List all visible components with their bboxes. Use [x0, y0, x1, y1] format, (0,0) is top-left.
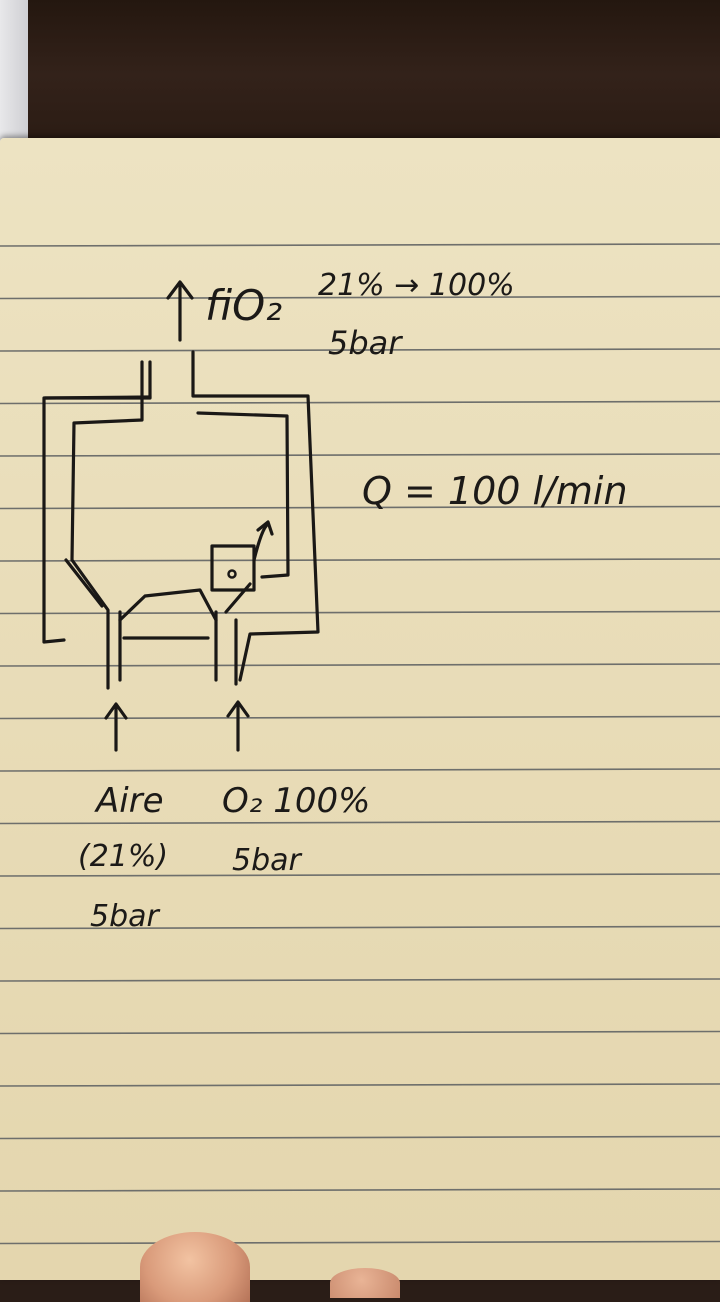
- air-inlet-arrow-icon: [106, 704, 126, 750]
- outlet-label: fiO₂: [205, 281, 282, 330]
- air-inlet-fraction-label: (21%): [78, 839, 168, 874]
- air-inlet-pressure-label: 5bar: [90, 899, 161, 934]
- o2-inlet-arrow-icon: [228, 702, 248, 750]
- finger: [140, 1232, 250, 1302]
- outlet-pressure-label: 5bar: [328, 324, 403, 362]
- o2-inlet-pressure-label: 5bar: [232, 843, 303, 878]
- outlet-range-label: 21% → 100%: [318, 268, 515, 303]
- flow-label: Q = 100 l/min: [362, 469, 628, 513]
- finger-tip: [330, 1268, 400, 1298]
- valve-icon: [212, 522, 272, 590]
- air-inlet-label: Aire: [94, 781, 164, 821]
- o2-inlet-label: O₂ 100%: [222, 781, 370, 821]
- outlet-arrow-icon: [168, 282, 192, 340]
- mixer-body: [44, 352, 318, 688]
